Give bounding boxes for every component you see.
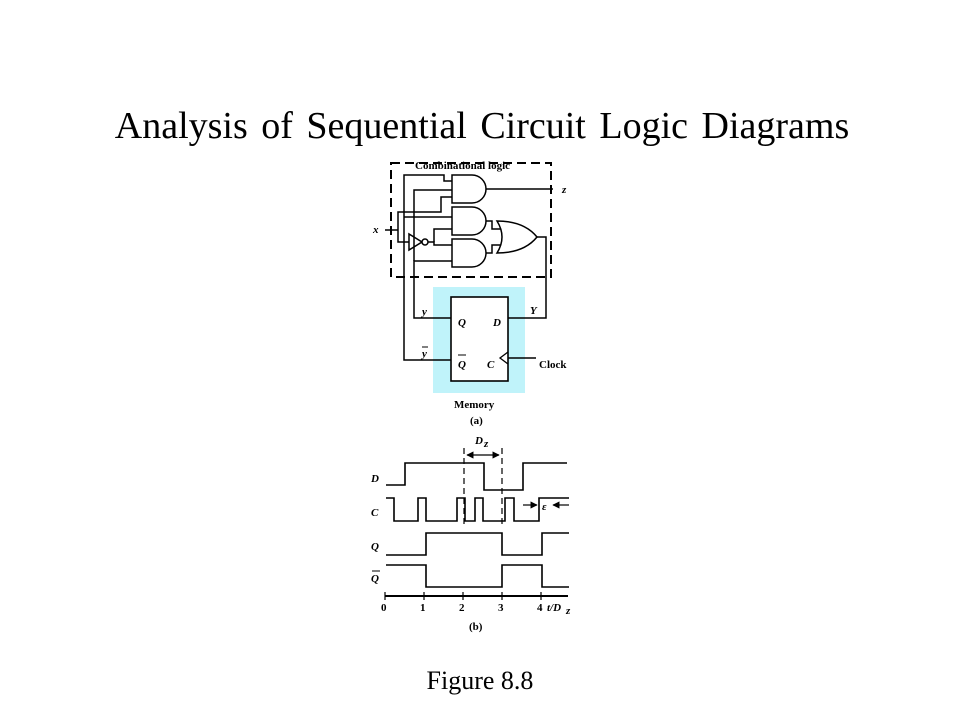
time-axis-label: t/D [547,602,561,614]
time-axis-subscript: z [565,605,571,617]
ff-c-label: C [487,359,495,371]
sublabel-a: (a) [470,415,483,427]
tick-label-2: 2 [459,602,465,614]
wire-next-state-Y [508,236,547,319]
next-state-Y-label: Y [530,305,538,317]
signal-label-C: C [371,507,379,519]
state-y-bar-label: y [420,348,427,360]
wire-xbar-to-and3 [428,241,452,246]
figure-caption: Figure 8.8 [426,666,534,695]
wire-y-to-and1 [413,189,441,261]
waveform-D [386,462,567,491]
and-gate-3 [451,238,487,268]
wire-and2-to-or [486,220,501,230]
inverter-bubble [421,238,429,246]
d-flip-flop [450,296,509,382]
memory-label: Memory [454,399,495,411]
ff-q-label: Q [458,317,466,329]
waveform-Q [386,532,569,556]
wire-and3-to-or [486,244,501,254]
signal-label-Q: Q [371,541,379,553]
and-gate-1 [451,174,487,204]
or-gate [495,220,538,254]
slide-title: Analysis of Sequential Circuit Logic Dia… [114,105,850,147]
clock-label: Clock [539,359,567,371]
tick-label-3: 3 [498,602,504,614]
wire-x-to-inverter [397,230,409,243]
tick-label-0: 0 [381,602,387,614]
circuit-schematic [385,162,553,393]
and-gate-2 [451,206,487,236]
state-y-label: y [420,306,427,318]
wire-xbar-to-and2 [433,228,452,242]
ff-qbar-label: Q [458,359,466,371]
time-axis-ticks [384,592,542,600]
signal-label-D: D [370,473,379,485]
wire-y-feedback [413,260,452,319]
signal-label-Qbar: Q [371,573,379,585]
delay-label: D [474,435,483,447]
epsilon-label: ε [542,501,547,513]
tick-label-1: 1 [420,602,426,614]
timing-diagram [384,448,569,600]
output-z-label: z [561,184,567,196]
sublabel-b: (b) [469,621,483,633]
inverter-gate [408,232,424,252]
wire-x-to-and1 [397,196,452,230]
wire-ybar-feedback [403,174,452,361]
delay-subscript: z [483,438,489,450]
tick-label-4: 4 [537,602,543,614]
ff-d-label: D [492,317,501,329]
input-x-label: x [372,224,379,236]
waveform-C [386,497,569,522]
combinational-logic-label: Combinational logic [415,160,510,172]
clock-input-triangle [498,351,509,365]
combinational-logic-box [390,162,552,278]
waveform-Qbar [386,564,569,588]
